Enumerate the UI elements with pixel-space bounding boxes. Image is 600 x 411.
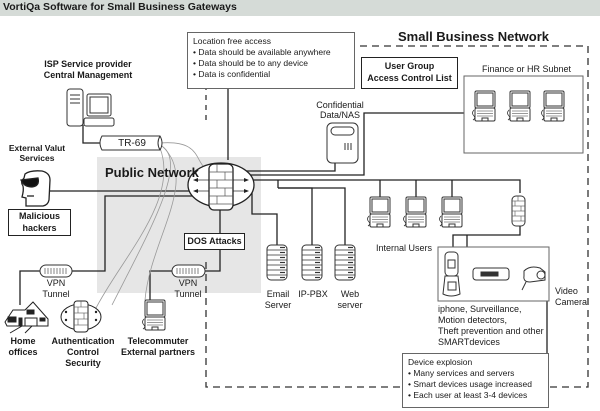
- note-bullet: • Data is confidential: [193, 69, 271, 79]
- telecommuter-line1: Telecommuter: [127, 336, 189, 346]
- finance-subnet-label: Finance or HR Subnet: [482, 64, 572, 74]
- isp-label-line2: Central Management: [43, 70, 133, 80]
- note-heading: Location free access: [193, 36, 271, 46]
- smart-line1: iphone, Surveillance,: [438, 304, 522, 314]
- ippbx-label: IP-PBX: [298, 289, 328, 299]
- note-bullet: • Each user at least 3-4 devices: [408, 390, 528, 400]
- external-valut-line1: External Valut: [8, 143, 66, 153]
- malicious-line2: hackers: [22, 223, 57, 233]
- central-firewall-icon: [187, 162, 255, 211]
- internal-user-laptop-icon: [367, 196, 391, 228]
- tr69-label: TR-69: [118, 138, 146, 149]
- location-free-access-note: Location free access • Data should be av…: [187, 32, 355, 89]
- web-server-icon: [334, 244, 356, 281]
- video-line2: Camera: [555, 297, 588, 307]
- isp-label: ISP Service provider Central Management: [38, 59, 138, 81]
- nas-device-icon: [326, 122, 359, 164]
- diagram-title: VortiQa Software for Small Business Gate…: [3, 1, 237, 13]
- home-offices-label: Home offices: [2, 336, 44, 358]
- smart-line2: Motion detectors,: [438, 315, 508, 325]
- authentication-firewall-icon: [60, 300, 102, 333]
- motion-detector-icon: [472, 267, 510, 281]
- note-heading: Device explosion: [408, 357, 473, 367]
- vpn-tunnel-home-label: VPN Tunnel: [36, 278, 76, 300]
- finance-laptop-icon: [472, 90, 496, 122]
- note-bullet: • Data should be available anywhere: [193, 47, 331, 57]
- user-group-acl-box: User Group Access Control List: [361, 57, 458, 89]
- vpn-tunnel-telecommuter-label: VPN Tunnel: [168, 278, 208, 300]
- confidential-line1: Confidential: [316, 100, 364, 110]
- vpn-tunnel-home-icon: [39, 264, 73, 278]
- vpn2-line2: Tunnel: [174, 289, 202, 299]
- title-bar: VortiQa Software for Small Business Gate…: [0, 0, 600, 16]
- vpn2-line1: VPN: [178, 278, 198, 288]
- finance-laptop-icon: [507, 90, 531, 122]
- telecommuter-label: Telecommuter External partners: [118, 336, 198, 358]
- email-line2: Server: [264, 300, 292, 310]
- telecommuter-laptop-icon: [142, 299, 166, 331]
- vpn1-line1: VPN: [46, 278, 66, 288]
- note-bullet: • Smart devices usage increased: [408, 379, 532, 389]
- finance-laptop-icon: [541, 90, 565, 122]
- external-valut-label: External Valut Services: [2, 143, 72, 163]
- smart-devices-label: iphone, Surveillance, Motion detectors, …: [438, 304, 544, 348]
- device-explosion-note: Device explosion • Many services and ser…: [402, 353, 549, 408]
- web-server-label: Web server: [332, 289, 368, 311]
- isp-label-line1: ISP Service provider: [44, 59, 132, 69]
- tr69-cylinder-icon: [99, 135, 163, 151]
- confidential-line2: Data/NAS: [319, 110, 361, 120]
- internal-user-laptop-icon: [403, 196, 427, 228]
- authentication-label: Authentication Control Security: [48, 336, 118, 369]
- smart-line4: SMARTdevices: [438, 337, 500, 347]
- email-server-label: Email Server: [260, 289, 296, 311]
- video-camera-label: Video Camera: [555, 286, 587, 308]
- telecommuter-line2: External partners: [120, 347, 196, 357]
- home-line1: Home: [10, 336, 36, 346]
- email-line1: Email: [266, 289, 290, 299]
- malicious-hackers-box: Malicious hackers: [8, 209, 71, 236]
- dos-attacks-box: DOS Attacks: [184, 233, 245, 250]
- internal-firewall-icon: [511, 195, 526, 227]
- small-business-network-label: Small Business Network: [398, 29, 549, 44]
- user-group-line1: User Group: [384, 61, 435, 71]
- note-bullet: • Data should be to any device: [193, 58, 308, 68]
- phone-icon: [442, 251, 461, 297]
- auth-line2: Control: [67, 347, 99, 357]
- web-line1: Web: [340, 289, 360, 299]
- vpn-tunnel-telecommuter-icon: [171, 264, 206, 278]
- isp-computer-icon: [66, 88, 115, 127]
- auth-line1: Authentication: [51, 336, 115, 346]
- public-network-label: Public Network: [105, 165, 199, 180]
- internal-user-laptop-icon: [439, 196, 463, 228]
- confidential-nas-label: Confidential Data/NAS: [310, 100, 370, 120]
- hacker-head-icon: [20, 170, 51, 207]
- video-camera-icon: [521, 266, 546, 291]
- note-bullet: • Many services and servers: [408, 368, 515, 378]
- vpn1-line2: Tunnel: [42, 289, 70, 299]
- video-line1: Video: [555, 286, 578, 296]
- web-line2: server: [337, 300, 363, 310]
- auth-line3: Security: [65, 358, 101, 368]
- home-line2: offices: [8, 347, 38, 357]
- external-valut-line2: Services: [19, 153, 55, 163]
- email-server-icon: [266, 244, 288, 281]
- home-office-icon: [4, 301, 49, 334]
- ippbx-server-icon: [301, 244, 323, 281]
- user-group-line2: Access Control List: [367, 73, 452, 83]
- internal-users-label: Internal Users: [376, 243, 433, 253]
- smart-line3: Theft prevention and other: [438, 326, 544, 336]
- malicious-line1: Malicious: [18, 211, 60, 221]
